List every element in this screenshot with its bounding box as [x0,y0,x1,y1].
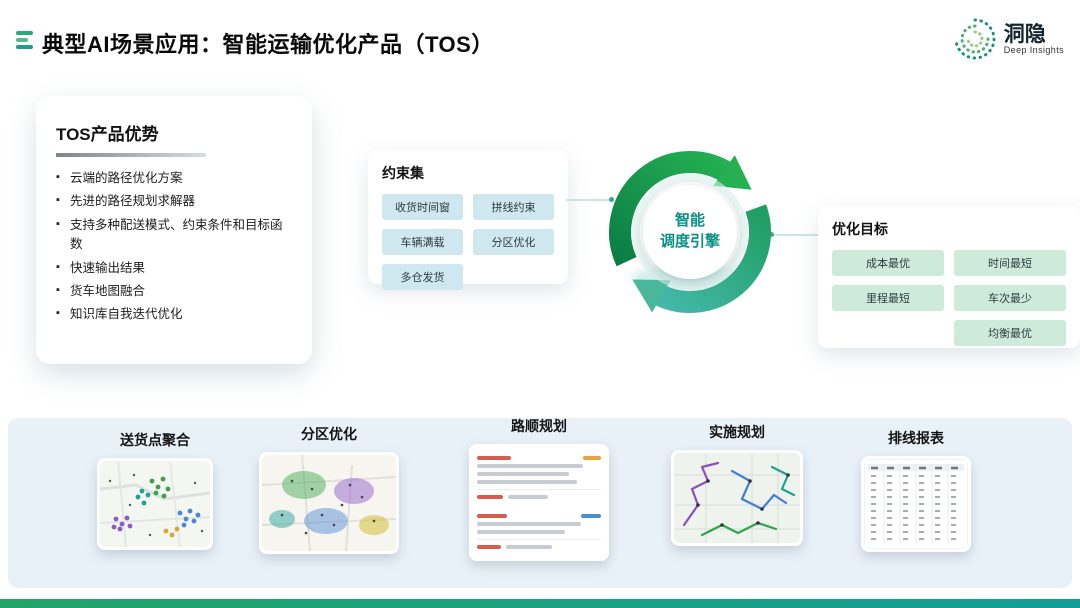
gallery-item-label: 路顺规划 [511,418,567,434]
goal-tag: 里程最短 [832,285,944,311]
gallery-item-label: 分区优化 [301,426,357,442]
goals-title: 优化目标 [832,221,888,237]
goal-tag: 均衡最优 [954,320,1066,346]
gallery-item: 路顺规划 [468,416,610,561]
title-bullet-icon [16,31,33,49]
zone-map-thumbnail [259,452,399,554]
constraint-tag: 收货时间窗 [382,194,463,220]
engine-label-line1: 智能 [674,212,705,229]
footer-accent-bar [0,599,1080,608]
implementation-map-thumbnail [671,450,803,546]
constraints-title: 约束集 [382,165,424,181]
gallery-item-label: 送货点聚合 [120,432,190,448]
gallery-item: 分区优化 [258,424,400,559]
constraint-tag: 多仓发货 [382,264,463,290]
advantage-item: 货车地图融合 [56,282,292,301]
constraints-tag-grid: 收货时间窗 拼线约束 车辆满载 分区优化 多仓发货 [382,194,554,290]
goal-tag: 时间最短 [954,250,1066,276]
goals-tag-grid: 成本最优 时间最短 里程最短 车次最少 均衡最优 [832,250,1066,346]
gallery-item: 送货点聚合 [96,430,214,555]
advantages-underline [56,153,206,157]
advantage-item: 先进的路径规划求解器 [56,192,292,211]
gallery-item: 实施规划 [670,422,804,551]
advantage-item: 云端的路径优化方案 [56,169,292,188]
engine-label-line2: 调度引擎 [659,233,720,250]
page-title: 典型AI场景应用：智能运输优化产品（TOS） [42,32,494,57]
brand-logo: 洞隐 Deep Insights [952,16,1064,62]
goal-tag: 成本最优 [832,250,944,276]
goal-tag: 车次最少 [954,285,1066,311]
advantage-item: 知识库自我迭代优化 [56,305,292,324]
advantages-title: TOS产品优势 [56,125,159,144]
advantages-list: 云端的路径优化方案 先进的路径规划求解器 支持多种配送模式、约束条件和目标函数 … [56,169,292,325]
constraints-card: 约束集 收货时间窗 拼线约束 车辆满载 分区优化 多仓发货 [368,150,568,290]
constraint-tag: 拼线约束 [473,194,554,220]
constraint-tag: 车辆满载 [382,229,463,255]
cycle-arrows-graphic [609,151,771,313]
connector-line-left [566,199,612,201]
logo-swirl-icon [954,18,996,60]
advantages-card: TOS产品优势 云端的路径优化方案 先进的路径规划求解器 支持多种配送模式、约束… [36,96,312,364]
advantage-item: 快速输出结果 [56,259,292,278]
connector-dot-right [769,232,774,237]
gallery-item-label: 实施规划 [709,424,765,440]
engine-label: 智能 调度引擎 [640,210,740,252]
connector-dot-left [609,197,614,202]
cluster-map-thumbnail [97,458,213,550]
logo-subtitle: Deep Insights [1003,44,1064,55]
advantage-item: 支持多种配送模式、约束条件和目标函数 [56,216,292,255]
connector-line-right [772,234,818,236]
route-plan-thumbnail [469,444,609,561]
gallery-item-label: 排线报表 [888,430,944,446]
gallery-item: 排线报表 [860,428,972,557]
constraint-tag: 分区优化 [473,229,554,255]
logo-name: 洞隐 [1003,22,1046,46]
goals-card: 优化目标 成本最优 时间最短 里程最短 车次最少 均衡最优 [818,206,1080,348]
report-table-thumbnail [861,456,971,552]
